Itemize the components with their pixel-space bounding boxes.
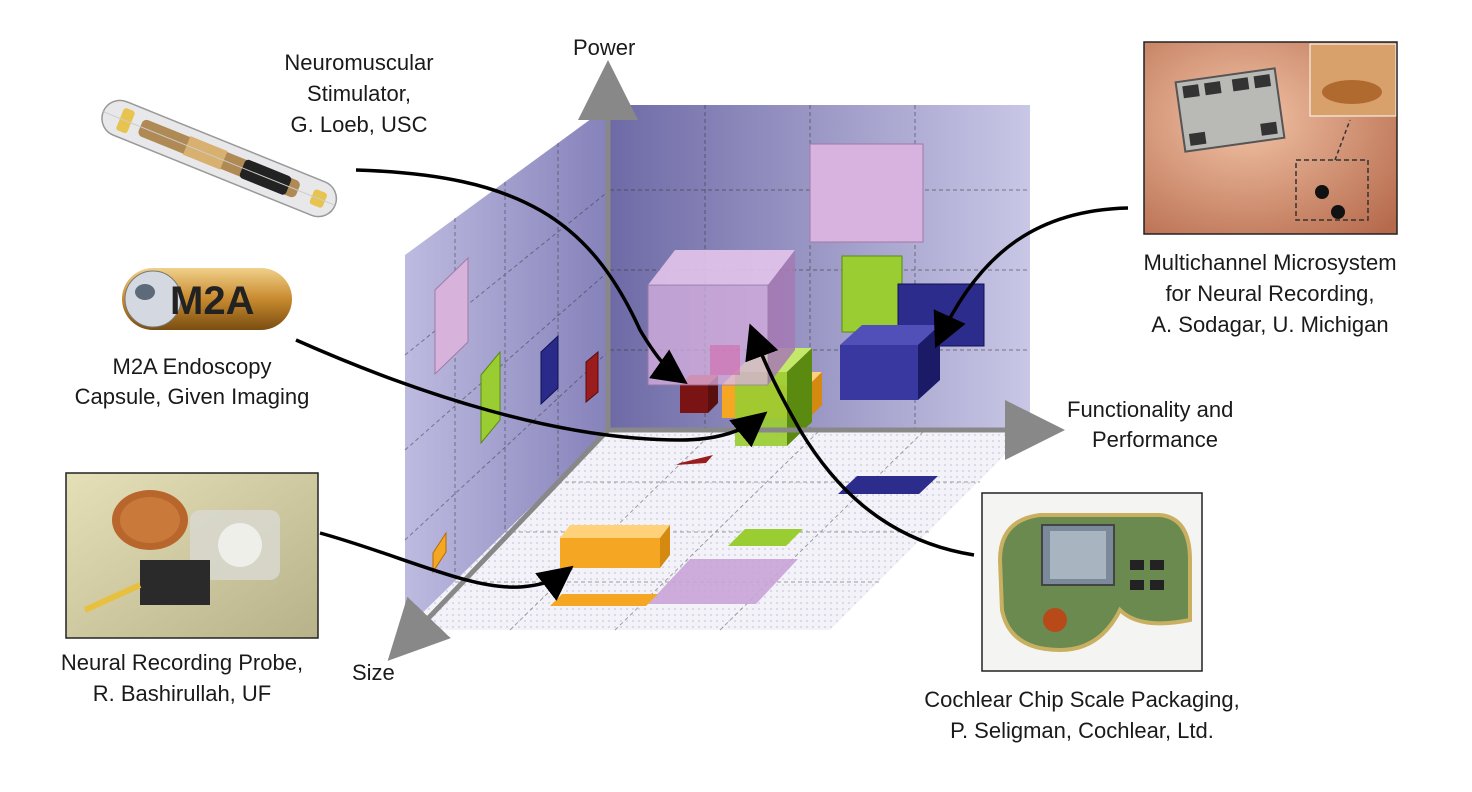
device-labels: Neuromuscular Stimulator, G. Loeb, USC M… [61, 50, 1397, 743]
orange-projection-floor [550, 594, 658, 606]
orange-box-top [560, 525, 670, 538]
red-projection-side [585, 350, 599, 404]
green-projection-floor [728, 529, 803, 546]
side-wall [405, 105, 610, 630]
neuromuscular-label-3: G. Loeb, USC [291, 112, 428, 137]
pink-projection-floor [648, 559, 798, 604]
arrow-neural-probe [319, 531, 574, 601]
neuromuscular-label-1: Neuromuscular [284, 50, 433, 75]
green-projection-back [841, 255, 903, 333]
neuromuscular-stimulator-image [101, 99, 338, 218]
navy-cube [840, 325, 940, 400]
multichannel-label-1: Multichannel Microsystem [1143, 250, 1396, 275]
neural-recording-probe-image [65, 472, 319, 639]
size-axis-label: Size [352, 660, 395, 685]
pink-projection-side [434, 256, 469, 376]
orange-projection-side [432, 531, 447, 574]
multichannel-label-3: A. Sodagar, U. Michigan [1151, 312, 1388, 337]
capsule-logo: M2A [170, 279, 254, 323]
power-axis-label: Power [573, 35, 635, 60]
functionality-axis-label-1: Functionality and [1067, 397, 1233, 422]
neural-probe-label-2: R. Bashirullah, UF [93, 681, 272, 706]
pointer-arrows [295, 168, 1129, 601]
arrow-m2a [295, 338, 768, 448]
floor-projections [550, 455, 938, 606]
axes [387, 60, 1065, 661]
functionality-axis-label-2: Performance [1092, 427, 1218, 452]
orange-box-front [560, 538, 660, 568]
red-projection-floor [676, 455, 713, 465]
m2a-label-1: M2A Endoscopy [113, 354, 272, 379]
m2a-capsule-image: M2A [122, 268, 292, 330]
navy-projection-floor [838, 476, 938, 494]
cochlear-label-2: P. Seligman, Cochlear, Ltd. [950, 718, 1214, 743]
green-projection-side [480, 350, 501, 445]
arrow-neuromuscular [355, 168, 688, 385]
pink-cube [647, 250, 795, 386]
arrow-cochlear [745, 323, 975, 557]
neural-probe-label-1: Neural Recording Probe, [61, 650, 303, 675]
cochlear-chip-image [981, 492, 1203, 672]
m2a-label-2: Capsule, Given Imaging [75, 384, 310, 409]
orange-box-side [660, 525, 670, 568]
pink-projection-back [809, 143, 924, 243]
side-wall-projections [432, 256, 599, 574]
navy-projection-side [540, 334, 559, 406]
multichannel-microsystem-image [1143, 41, 1398, 235]
back-wall-projections [809, 143, 985, 347]
neuromuscular-label-2: Stimulator, [307, 81, 411, 106]
size-axis [387, 428, 610, 661]
cochlear-label-1: Cochlear Chip Scale Packaging, [924, 687, 1240, 712]
multichannel-label-2: for Neural Recording, [1165, 281, 1374, 306]
arrow-multichannel [933, 206, 1129, 349]
